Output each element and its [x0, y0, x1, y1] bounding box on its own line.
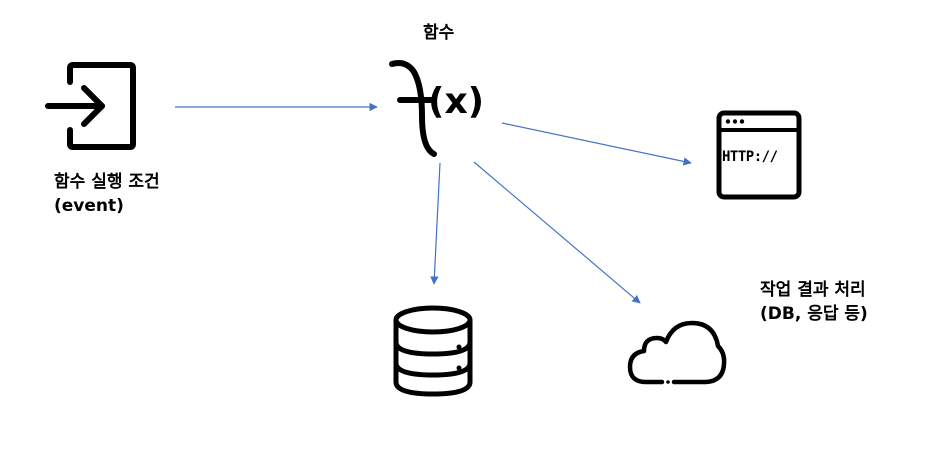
trigger-node: [44, 62, 138, 150]
arrow-function-to-http: [501, 122, 692, 166]
result-label-line1: 작업 결과 처리: [760, 280, 866, 300]
result-label-line2: (DB, 응답 등): [760, 304, 868, 324]
fx-text: (x): [428, 81, 485, 122]
arrow-function-to-database: [430, 162, 441, 285]
database-node: [392, 305, 474, 397]
login-icon: [45, 62, 136, 150]
http-text: HTTP://: [722, 149, 778, 165]
cloud-icon: [627, 320, 727, 385]
database-icon: [393, 305, 473, 397]
trigger-label-line2: (event): [54, 196, 124, 216]
trigger-label: 함수 실행 조건 (event): [54, 170, 160, 218]
http-browser-icon: [716, 110, 802, 200]
cloud-node: [626, 318, 728, 388]
arrow-function-to-cloud: [473, 161, 641, 304]
result-label: 작업 결과 처리 (DB, 응답 등): [760, 278, 868, 326]
function-title: 함수: [423, 23, 455, 43]
trigger-label-line1: 함수 실행 조건: [54, 172, 160, 192]
lambda-function-icon: [389, 60, 437, 157]
function-node: (x): [388, 56, 494, 160]
http-node: HTTP://: [716, 110, 802, 200]
